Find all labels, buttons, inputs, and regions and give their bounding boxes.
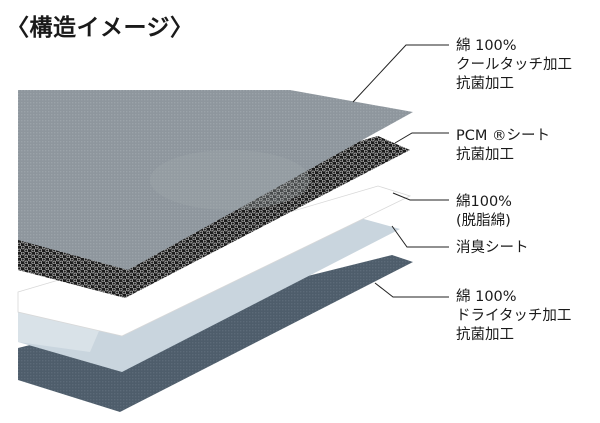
layer-label-line: 抗菌加工 [456, 76, 514, 92]
layer-label-line: 綿 100% [456, 289, 517, 305]
layer-label-line: PCM ®シート [456, 128, 550, 144]
leader-line-4 [374, 282, 449, 298]
layer-label-line: 綿 100% [456, 38, 517, 54]
layer-label-cotton-dry-touch: 綿 100% ドライタッチ加工 抗菌加工 [456, 288, 571, 345]
layer-cool-touch-fabric [18, 90, 413, 270]
page-title: 〈構造イメージ〉 [6, 15, 194, 41]
layer-cotton-batting [17, 185, 412, 337]
leader-line-3 [391, 225, 449, 248]
layer-label-pcm-sheet: PCM ®シート 抗菌加工 [456, 127, 550, 165]
layer-label-cotton-batting: 綿100% (脱脂綿) [456, 193, 512, 231]
leader-line-1 [394, 132, 449, 144]
layer-label-line: 消臭シート [456, 240, 529, 256]
layer-label-line: 綿100% [456, 194, 512, 210]
layer-dry-touch-fabric [18, 255, 413, 412]
layer-label-deodorizing-sheet: 消臭シート [456, 239, 529, 258]
layer-label-line: 抗菌加工 [456, 327, 514, 343]
layer-label-line: ドライタッチ加工 [456, 308, 572, 324]
layer-label-line: クールタッチ加工 [456, 57, 572, 73]
leader-lines [352, 44, 449, 298]
layer-label-cotton-cool-touch: 綿 100% クールタッチ加工 抗菌加工 [456, 37, 572, 94]
layer-label-line: 抗菌加工 [456, 147, 514, 163]
leader-line-0 [352, 44, 449, 103]
leader-line-2 [392, 192, 449, 201]
layer-label-line: (脱脂綿) [456, 213, 511, 229]
